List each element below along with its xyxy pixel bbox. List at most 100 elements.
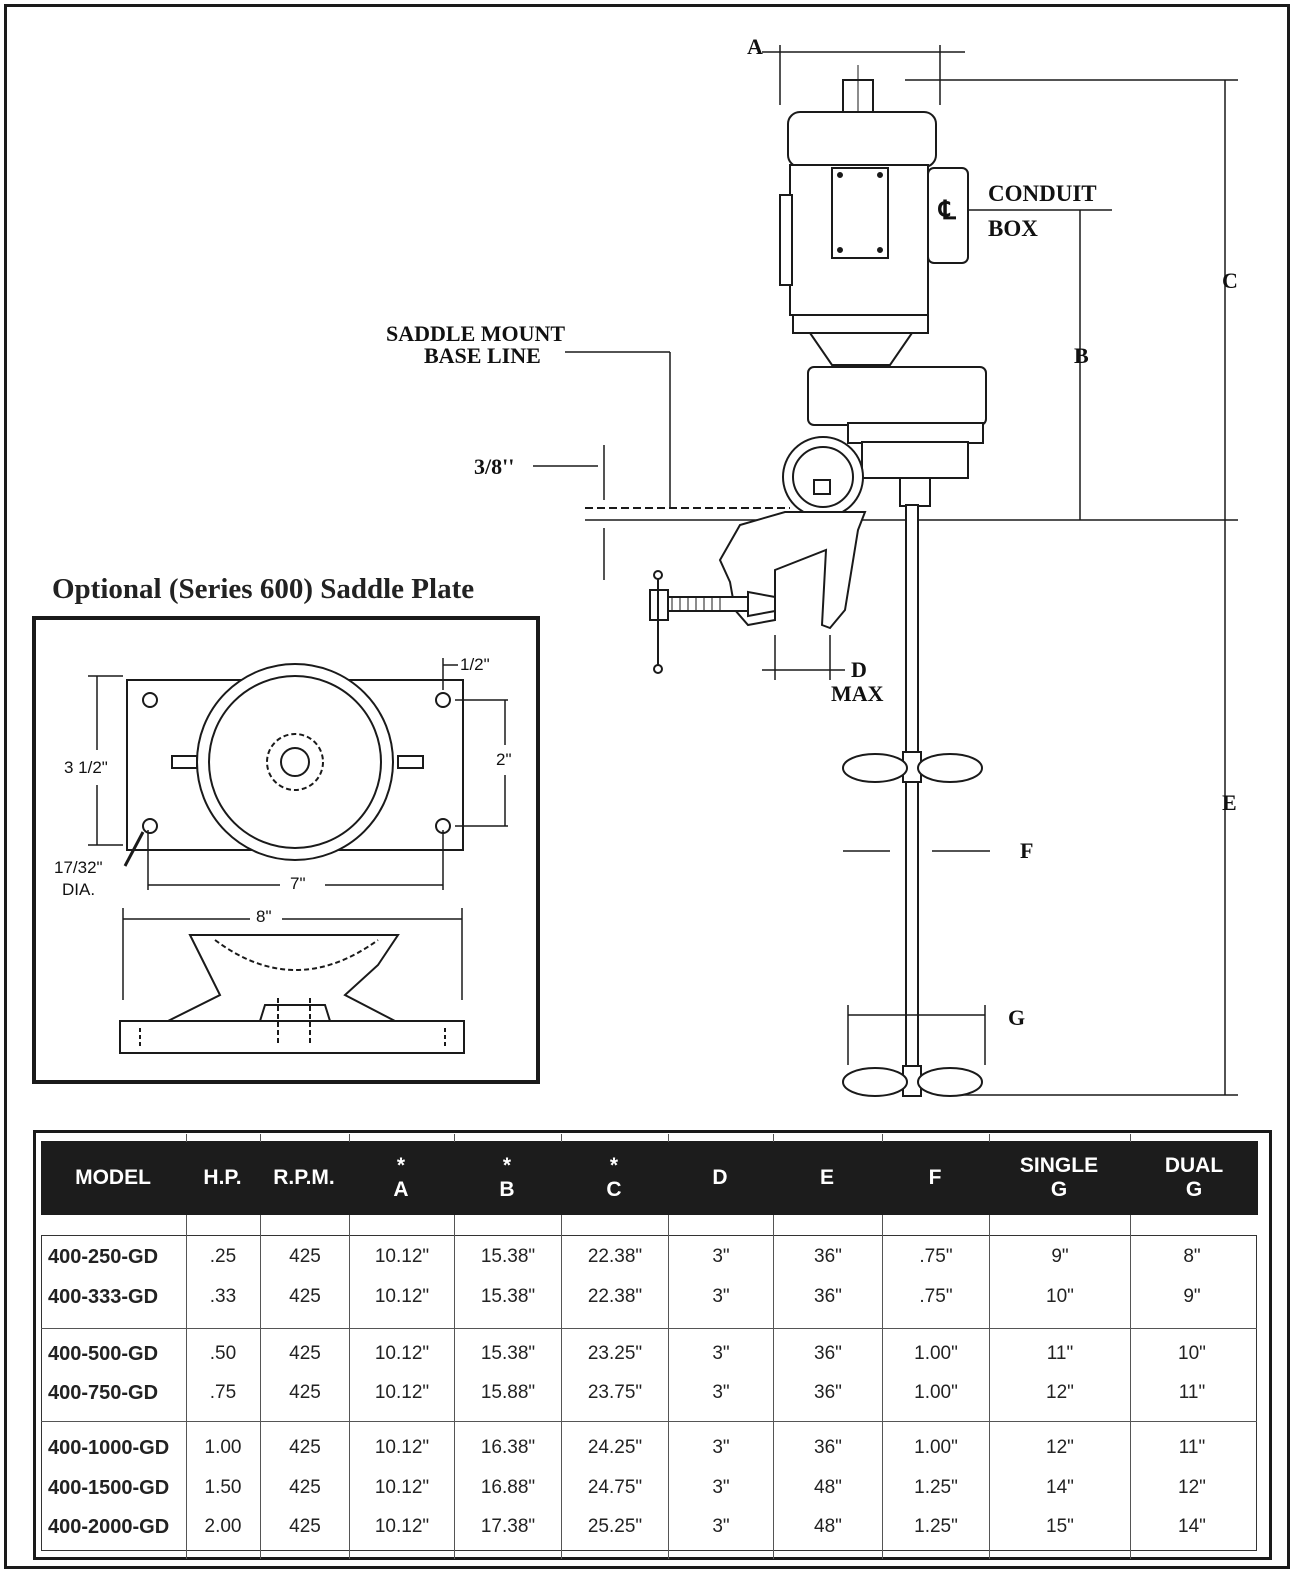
table-cell: 425 [289,1516,321,1537]
table-cell: 3" [712,1246,730,1267]
table-cell: 10.12" [374,1286,430,1307]
table-cell: 1.25" [914,1516,958,1537]
table-cell: 36" [814,1286,842,1307]
table-cell: 1.25" [914,1477,958,1498]
dim-label-b: B [1074,343,1089,368]
table-cell: 9" [1183,1286,1201,1307]
header-a: *A [393,1154,409,1201]
model-cell: 400-1000-GD [48,1437,170,1459]
model-cell: 400-250-GD [48,1246,159,1268]
table-cell: 14" [1046,1477,1074,1498]
header-model: MODEL [75,1166,151,1189]
header-f: F [928,1166,942,1189]
table-cell: 425 [289,1477,321,1498]
box-label: BOX [988,216,1038,241]
table-cell: 24.25" [587,1437,643,1458]
table-cell: 22.38" [587,1286,643,1307]
dim-label-d: D [851,657,867,682]
saddle-mount-label: SADDLE MOUNT [386,321,566,346]
table-cell: 10" [1178,1343,1206,1364]
table-cell: 14" [1178,1516,1206,1537]
saddle-plate-title: Optional (Series 600) Saddle Plate [52,573,475,605]
table-cell: 36" [814,1437,842,1458]
dim-label-a: A [747,34,763,59]
saddle-plate-box [32,616,540,1084]
table-cell: 25.25" [587,1516,643,1537]
table-cell: 36" [814,1343,842,1364]
table-cell: 10" [1046,1286,1074,1307]
table-cell: 15.88" [480,1382,536,1403]
base-line-label: BASE LINE [424,343,541,368]
table-cell: 425 [289,1286,321,1307]
table-cell: 10.12" [374,1343,430,1364]
table-cell: 12" [1178,1477,1206,1498]
model-cell: 400-333-GD [48,1286,159,1308]
table-cell: 10.12" [374,1437,430,1458]
table-cell: 23.75" [587,1382,643,1403]
table-cell: 12" [1046,1382,1074,1403]
table-cell: 17.38" [480,1516,536,1537]
table-cell: 16.88" [480,1477,536,1498]
dim-label-e: E [1222,790,1237,815]
table-cell: 10.12" [374,1477,430,1498]
dim-label-seven: 7" [290,874,306,893]
table-cell: .25 [209,1246,237,1267]
table-cell: 425 [289,1437,321,1458]
table-cell: 36" [814,1246,842,1267]
dim-label-c: C [1222,268,1238,293]
table-cell: .50 [209,1343,237,1364]
table-cell: 425 [289,1382,321,1403]
table-cell: 23.25" [587,1343,643,1364]
dim-label-two: 2" [496,750,512,769]
table-cell: 1.50 [204,1477,242,1498]
centerline-symbol: ℄ [939,196,956,225]
table-cell: .75" [919,1246,953,1267]
table-cell: 1.00" [914,1343,958,1364]
table-cell: 2.00 [204,1516,242,1537]
model-cell: 400-750-GD [48,1382,159,1404]
header-rpm: R.P.M. [273,1166,335,1189]
table-cell: 3" [712,1382,730,1403]
dim-label-eight: 8" [256,907,272,926]
table-cell: 48" [814,1516,842,1537]
spec-table-body [41,1235,1257,1551]
dim-label-half-inch: 1/2" [460,655,490,674]
table-cell: 48" [814,1477,842,1498]
table-cell: 16.38" [480,1437,536,1458]
table-cell: 11" [1178,1437,1206,1458]
table-cell: .33 [209,1286,237,1307]
table-cell: 3" [712,1286,730,1307]
table-cell: 1.00 [204,1437,242,1458]
table-cell: 11" [1178,1382,1206,1403]
table-cell: 15" [1046,1516,1074,1537]
table-cell: 22.38" [587,1246,643,1267]
table-cell: .75" [919,1286,953,1307]
dim-label-three-half: 3 1/2" [64,758,108,777]
table-cell: 15.38" [480,1286,536,1307]
dim-label-d-max: MAX [831,681,884,706]
table-cell: 10.12" [374,1516,430,1537]
table-cell: 3" [712,1437,730,1458]
table-cell: 1.00" [914,1437,958,1458]
table-cell: 425 [289,1343,321,1364]
dim-label-hole: 17/32" [54,858,103,877]
dim-label-f: F [1020,838,1034,863]
page-frame [4,4,1290,1569]
model-cell: 400-500-GD [48,1343,159,1365]
table-cell: .75 [209,1382,237,1403]
model-cell: 400-2000-GD [48,1516,170,1538]
header-e: E [819,1166,834,1189]
dim-label-g: G [1008,1005,1026,1030]
table-cell: 3" [712,1516,730,1537]
table-cell: 15.38" [480,1246,536,1267]
table-cell: 10.12" [374,1246,430,1267]
table-cell: 3" [712,1343,730,1364]
spec-table [33,1130,1272,1560]
three-eighths-label: 3/8'' [474,454,515,479]
table-cell: 15.38" [480,1343,536,1364]
header-b: *B [499,1154,515,1201]
